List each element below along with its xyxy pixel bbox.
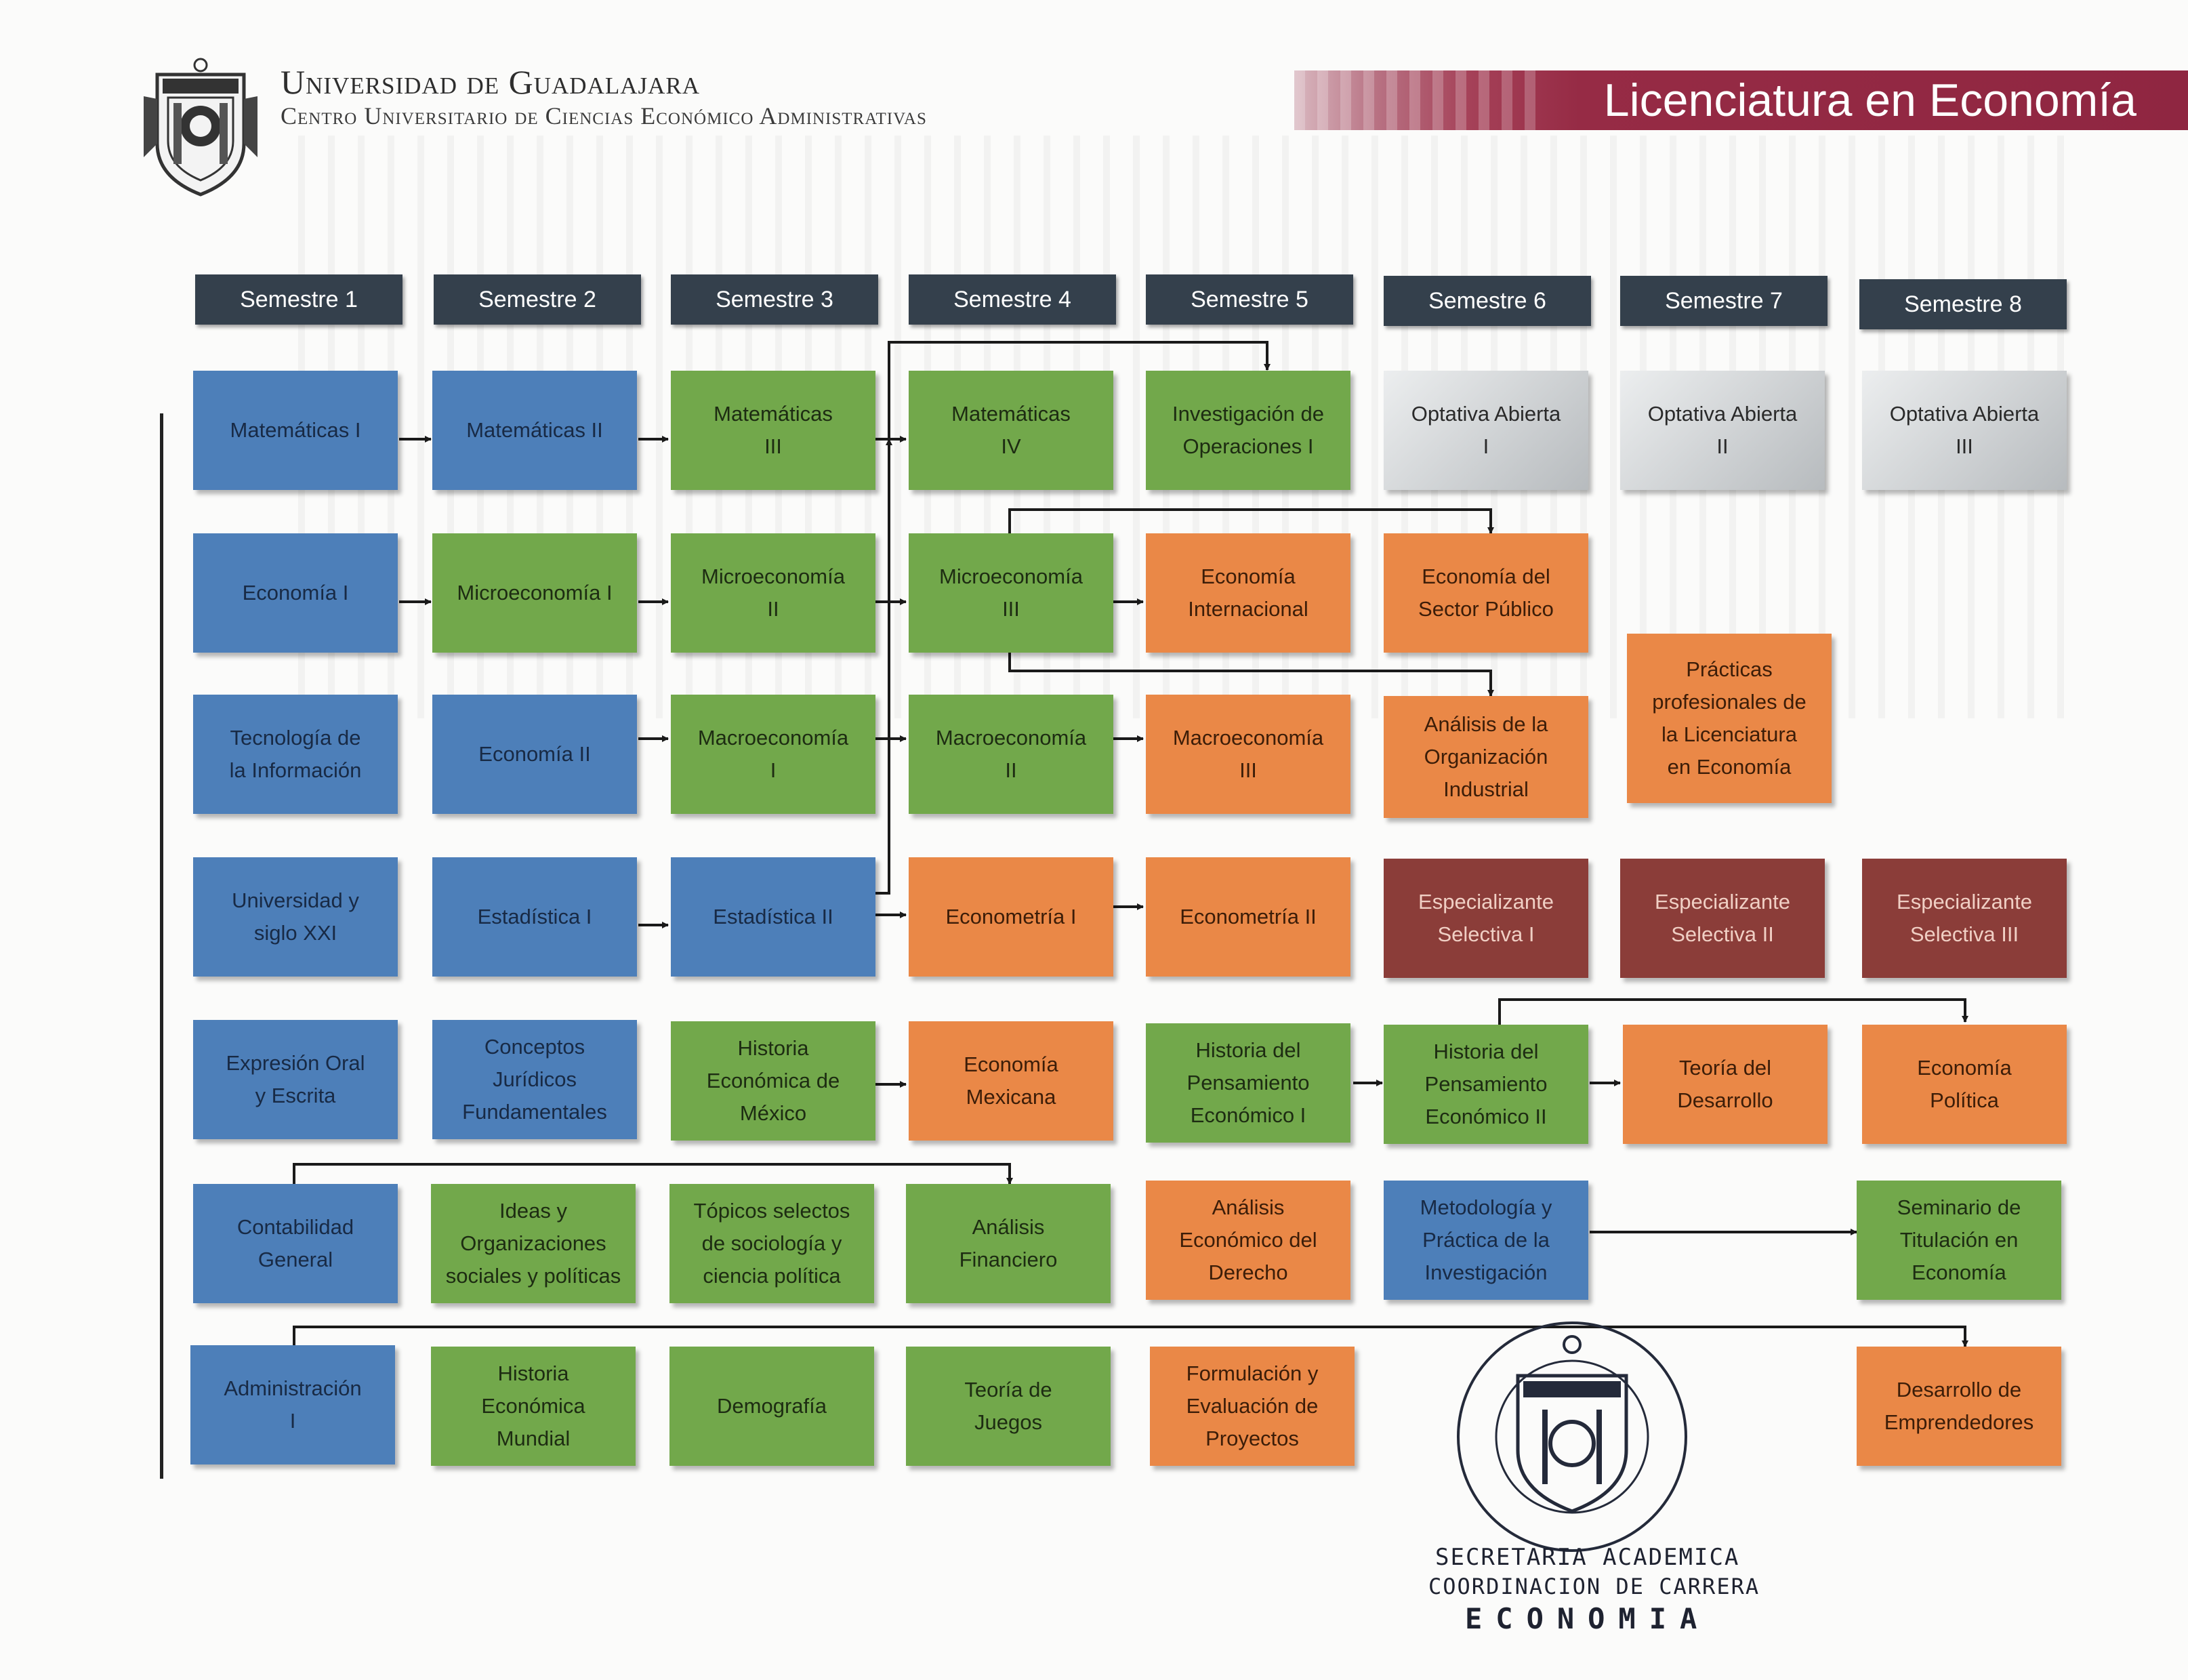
course-estadistica-2: Estadística II (671, 857, 875, 977)
arrow-micro3-ecosp (1008, 508, 1494, 534)
course-economia-1: Economía I (193, 533, 398, 653)
course-topicos-selectos: Tópicos selectos de sociología y ciencia… (669, 1184, 874, 1303)
course-universidad-siglo-xxi: Universidad y siglo XXI (193, 857, 398, 977)
course-microeconomia-1: Microeconomía I (432, 533, 637, 653)
arrow-mat3-invop (888, 341, 1271, 439)
program-title: Licenciatura en Economía (1603, 75, 2137, 126)
course-microeconomia-2: Microeconomía II (671, 533, 875, 653)
official-stamp-icon (1457, 1322, 1687, 1552)
course-macroeconomia-1: Macroeconomía I (671, 695, 875, 814)
course-historia-pensamiento-1: Historia del Pensamiento Económico I (1146, 1023, 1350, 1143)
course-economia-2: Economía II (432, 695, 637, 814)
course-formulacion-proyectos: Formulación y Evaluación de Proyectos (1150, 1347, 1355, 1466)
course-matematicas-4: Matemáticas IV (909, 371, 1113, 490)
course-investigacion-operaciones-1: Investigación de Operaciones I (1146, 371, 1350, 490)
course-econometria-1: Econometría I (909, 857, 1113, 977)
course-seminario-titulacion: Seminario de Titulación en Economía (1857, 1181, 2061, 1300)
course-optativa-abierta-1: Optativa Abierta I (1384, 371, 1588, 490)
course-desarrollo-emprendedores: Desarrollo de Emprendedores (1857, 1347, 2061, 1466)
course-analisis-economico-derecho: Análisis Económico del Derecho (1146, 1181, 1350, 1300)
course-historia-pensamiento-2: Historia del Pensamiento Económico II (1384, 1025, 1588, 1144)
course-optativa-abierta-3: Optativa Abierta III (1862, 371, 2067, 490)
course-macroeconomia-3: Macroeconomía III (1146, 695, 1350, 814)
course-economia-mexicana: Economía Mexicana (909, 1021, 1113, 1141)
course-teoria-juegos: Teoría de Juegos (906, 1347, 1111, 1466)
course-economia-internacional: Economía Internacional (1146, 533, 1350, 653)
course-tecnologia-informacion: Tecnología de la Información (193, 695, 398, 814)
course-contabilidad-general: Contabilidad General (193, 1184, 398, 1303)
course-analisis-financiero: Análisis Financiero (906, 1184, 1111, 1303)
banner-stripes (1294, 70, 1538, 130)
arrow-contabilidad-financiero (293, 1163, 1013, 1185)
course-analisis-organizacion-industrial: Análisis de la Organización Industrial (1384, 696, 1588, 818)
arrow-est2-mat4 (875, 438, 892, 895)
course-especializante-selectiva-3: Especializante Selectiva III (1862, 859, 2067, 978)
semester-header-5: Semestre 5 (1146, 274, 1353, 325)
semester-header-8: Semestre 8 (1859, 279, 2067, 329)
program-banner (1294, 70, 2188, 130)
arrow-admin-emprendedores (293, 1326, 1968, 1347)
course-metodologia-investigacion: Metodología y Práctica de la Investigaci… (1384, 1181, 1588, 1300)
course-demografia: Demografía (669, 1347, 874, 1466)
stamp-economia: ECONOMIA (1465, 1602, 1711, 1635)
university-name: Universidad de Guadalajara (281, 63, 701, 101)
semester-header-7: Semestre 7 (1620, 276, 1828, 326)
course-historia-economica-mundial: Historia Económica Mundial (431, 1347, 636, 1466)
course-macroeconomia-2: Macroeconomía II (909, 695, 1113, 814)
semester-header-3: Semestre 3 (671, 274, 878, 325)
semester-header-1: Semestre 1 (195, 274, 402, 325)
course-conceptos-juridicos: Conceptos Jurídicos Fundamentales (432, 1020, 637, 1139)
course-teoria-desarrollo: Teoría del Desarrollo (1623, 1025, 1828, 1144)
course-matematicas-3: Matemáticas III (671, 371, 875, 490)
arrow-hpe2-ecopol (1498, 998, 1968, 1025)
course-matematicas-2: Matemáticas II (432, 371, 637, 490)
course-economia-politica: Economía Política (1862, 1025, 2067, 1144)
university-center-name: Centro Universitario de Ciencias Económi… (281, 102, 927, 129)
semester-header-6: Semestre 6 (1384, 276, 1591, 326)
course-estadistica-1: Estadística I (432, 857, 637, 977)
row-bracket-line (160, 413, 163, 1479)
course-historia-economica-mexico: Historia Económica de México (671, 1021, 875, 1141)
stamp-secretaria-academica: SECRETARIA ACADEMICA (1435, 1544, 1740, 1571)
course-expresion-oral-escrita: Expresión Oral y Escrita (193, 1020, 398, 1139)
course-administracion-1: Administración I (190, 1345, 395, 1464)
arrow-micro3-aoi (1008, 652, 1494, 697)
course-matematicas-1: Matemáticas I (193, 371, 398, 490)
course-especializante-selectiva-1: Especializante Selectiva I (1384, 859, 1588, 978)
course-practicas-profesionales: Prácticas profesionales de la Licenciatu… (1627, 634, 1832, 803)
course-especializante-selectiva-2: Especializante Selectiva II (1620, 859, 1825, 978)
course-economia-sector-publico: Economía del Sector Público (1384, 533, 1588, 653)
semester-header-2: Semestre 2 (434, 274, 641, 325)
stamp-coordinacion-carrera: COORDINACION DE CARRERA (1428, 1574, 1760, 1599)
course-optativa-abierta-2: Optativa Abierta II (1620, 371, 1825, 490)
course-econometria-2: Econometría II (1146, 857, 1350, 977)
course-ideas-organizaciones: Ideas y Organizaciones sociales y políti… (431, 1184, 636, 1303)
university-seal-icon (144, 58, 257, 197)
semester-header-4: Semestre 4 (909, 274, 1116, 325)
course-microeconomia-3: Microeconomía III (909, 533, 1113, 653)
